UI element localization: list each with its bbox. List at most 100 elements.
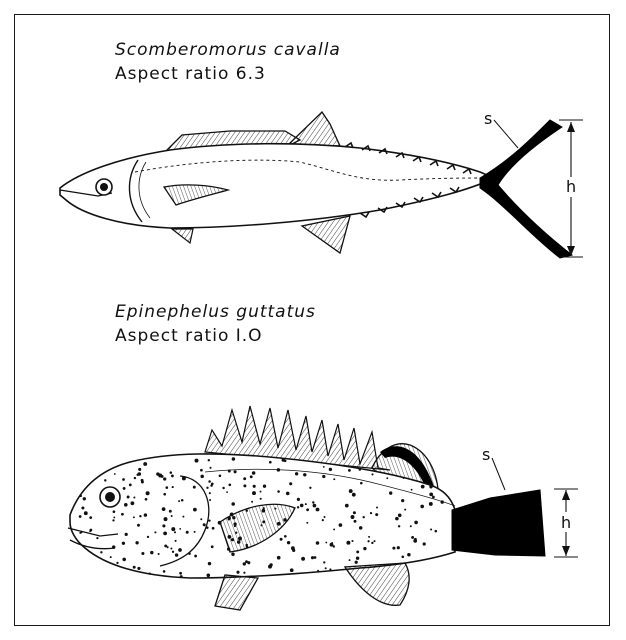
height-label-2: h — [561, 513, 571, 532]
spot — [392, 547, 395, 550]
spot — [171, 527, 175, 531]
spot — [212, 527, 215, 530]
spot — [180, 575, 183, 578]
spot — [280, 538, 283, 541]
spot — [194, 555, 197, 558]
spot — [79, 495, 82, 498]
spot — [170, 471, 173, 474]
mackerel-body — [60, 144, 494, 228]
spot — [363, 547, 366, 550]
spot — [121, 513, 124, 516]
spot — [164, 544, 167, 547]
spot — [386, 477, 388, 479]
spot — [163, 477, 166, 480]
spot — [141, 479, 144, 482]
spot — [260, 498, 262, 500]
spot — [163, 532, 167, 536]
spot — [260, 491, 262, 493]
spot — [136, 474, 138, 476]
spot — [395, 517, 399, 521]
spot — [110, 556, 112, 558]
anal-fin — [302, 216, 350, 253]
spot — [138, 468, 141, 471]
spot — [209, 467, 211, 469]
anal-fin-2 — [345, 563, 409, 605]
spot — [312, 501, 314, 503]
spot — [368, 536, 370, 538]
spot — [284, 535, 287, 538]
spot — [209, 492, 211, 494]
spot — [208, 459, 210, 461]
spot — [186, 531, 189, 534]
spot — [329, 468, 332, 471]
spot — [146, 491, 150, 495]
spot — [116, 562, 118, 564]
spot — [165, 486, 168, 489]
caudal-fin-square — [452, 490, 545, 556]
spot — [143, 462, 147, 466]
spot — [250, 475, 253, 478]
spot — [359, 468, 362, 471]
spot — [145, 498, 148, 501]
spot — [277, 490, 280, 493]
spot — [113, 510, 116, 513]
span-label-1: s — [484, 109, 492, 128]
spot — [135, 541, 138, 544]
span-label-2: s — [482, 445, 490, 464]
spot — [122, 558, 126, 562]
spot — [154, 531, 156, 533]
spot — [251, 501, 253, 503]
spot — [322, 475, 325, 478]
spot — [301, 557, 305, 561]
spot — [295, 472, 298, 475]
spot — [333, 528, 335, 530]
spot — [139, 515, 141, 517]
spot — [243, 562, 246, 565]
spot — [441, 500, 444, 503]
spot — [401, 555, 404, 558]
spot — [375, 513, 378, 516]
spot — [297, 506, 299, 508]
spot — [228, 470, 231, 473]
spot — [96, 537, 98, 539]
spot — [231, 552, 234, 555]
spot — [333, 478, 335, 480]
spot — [200, 469, 203, 472]
spot — [178, 548, 182, 552]
spot — [171, 474, 174, 477]
spot — [403, 477, 405, 479]
spot — [169, 510, 172, 513]
spot — [429, 485, 432, 488]
spot — [345, 504, 349, 508]
spot — [371, 473, 373, 475]
spot — [373, 540, 375, 542]
spot — [252, 471, 256, 475]
spot — [356, 556, 359, 559]
spot — [171, 515, 173, 517]
spot — [323, 466, 325, 468]
fish-scomberomorus-cavalla: s h — [60, 109, 583, 258]
spot — [317, 570, 319, 572]
height-label-1: h — [566, 177, 576, 196]
spot — [243, 484, 246, 487]
spot — [175, 540, 177, 542]
spot — [359, 526, 363, 530]
spot — [351, 515, 355, 519]
spot — [200, 518, 202, 520]
spot — [324, 516, 326, 518]
spot — [355, 561, 358, 564]
spot — [203, 523, 206, 526]
spot — [356, 550, 359, 553]
spot — [144, 513, 147, 516]
spot — [398, 514, 402, 518]
spot — [163, 493, 166, 496]
spot — [134, 477, 136, 479]
pelvic-fin — [172, 229, 193, 243]
spot — [429, 493, 433, 497]
caudal-fin-crescent — [480, 120, 572, 258]
spot — [306, 522, 308, 524]
spot — [277, 468, 281, 472]
spot — [193, 508, 197, 512]
spot — [398, 525, 400, 527]
